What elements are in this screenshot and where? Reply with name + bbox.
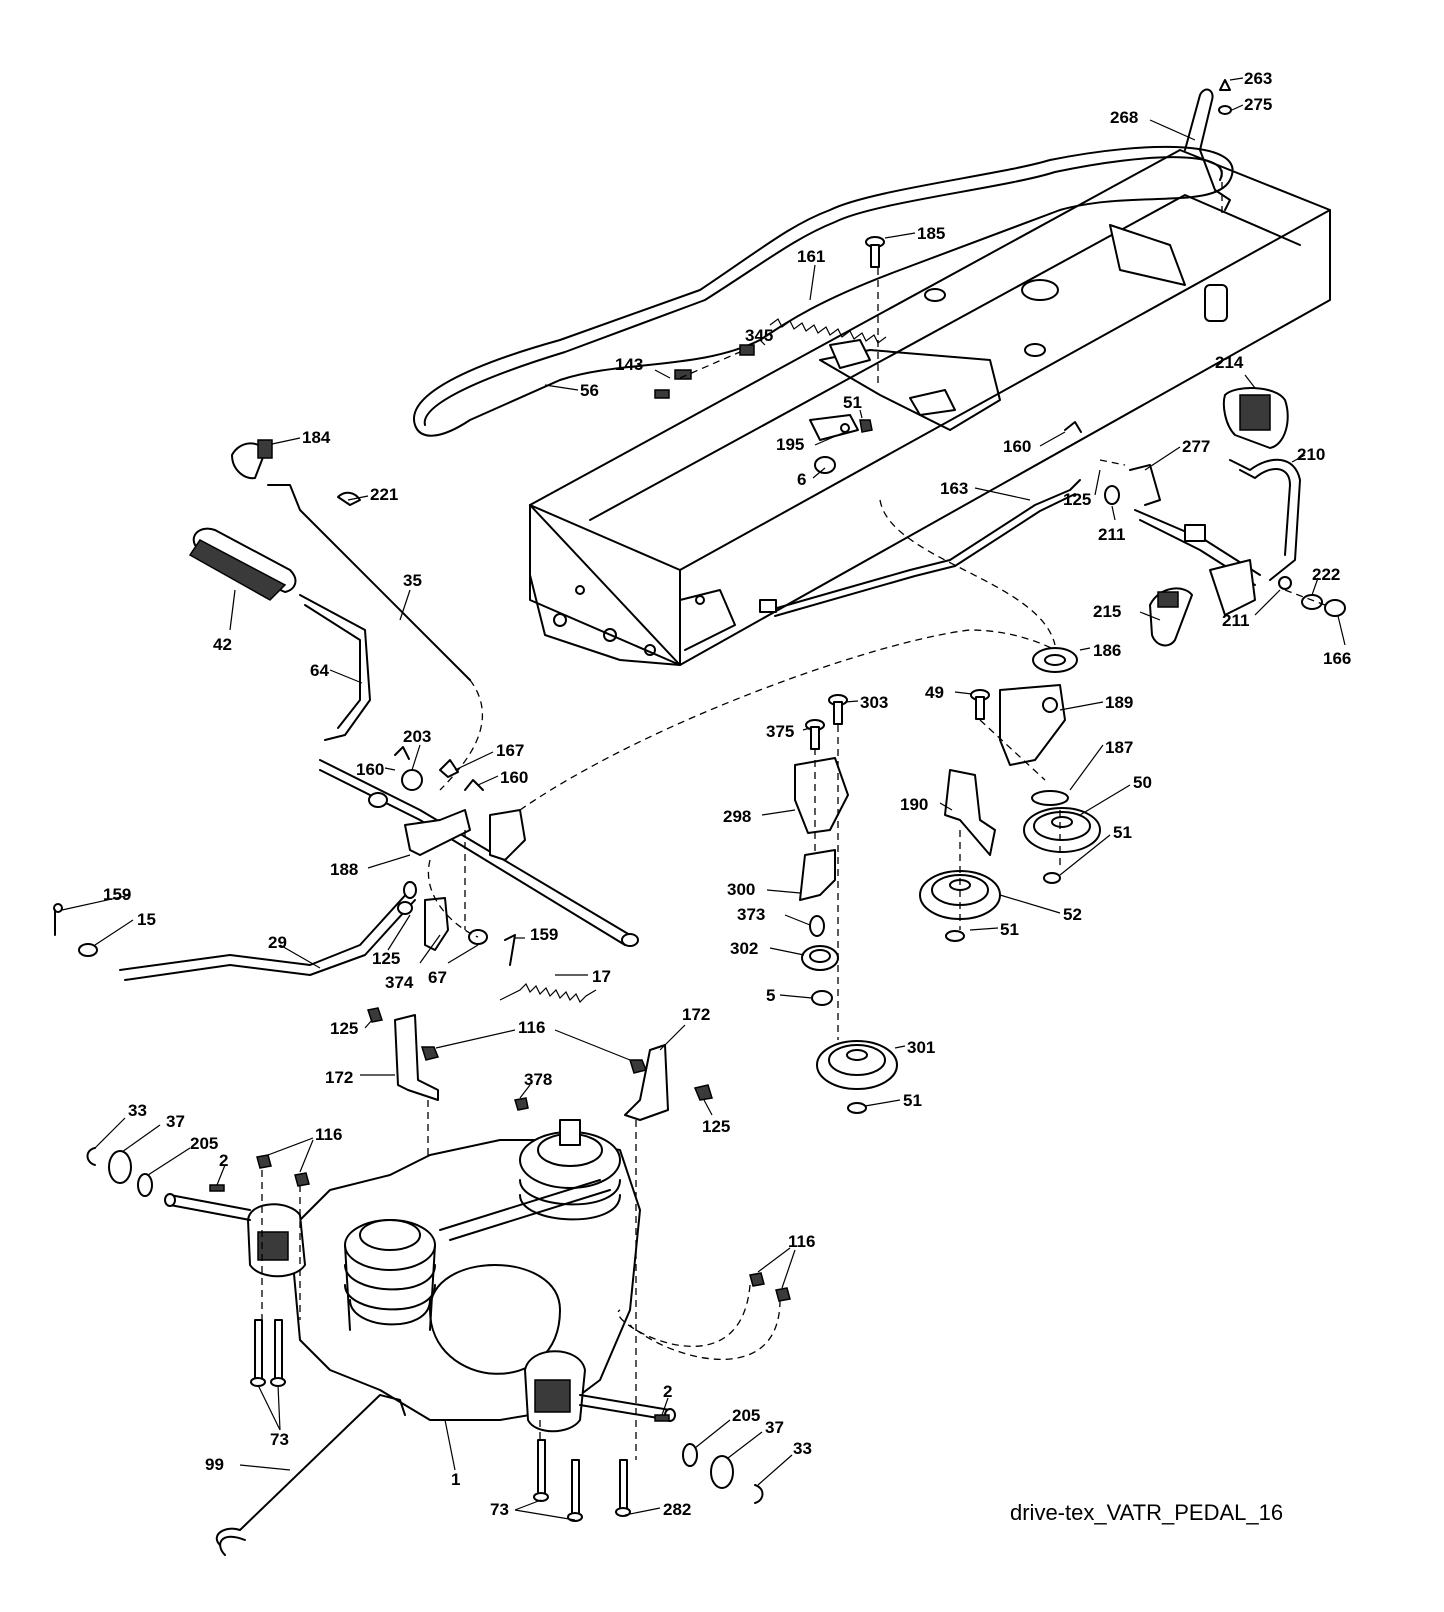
callout-221: 221 — [370, 485, 398, 504]
callout-51: 51 — [1000, 920, 1019, 939]
callout-211: 211 — [1098, 525, 1125, 544]
spring — [769, 318, 887, 344]
callout-378: 378 — [524, 1070, 552, 1089]
brake-pedal — [188, 527, 297, 601]
callout-116: 116 — [788, 1232, 815, 1251]
callout-33: 33 — [128, 1101, 147, 1120]
callout-345: 345 — [745, 326, 773, 345]
callout-187: 187 — [1105, 738, 1133, 757]
callout-17: 17 — [592, 967, 611, 986]
callout-67: 67 — [428, 968, 447, 987]
callout-303: 303 — [860, 693, 888, 712]
callout-51: 51 — [903, 1091, 922, 1110]
callout-5: 5 — [766, 986, 775, 1005]
callout-211: 211 — [1222, 611, 1249, 630]
callout-116: 116 — [518, 1018, 545, 1037]
callout-159: 159 — [103, 885, 131, 904]
callout-263: 263 — [1244, 69, 1272, 88]
callout-73: 73 — [270, 1430, 289, 1449]
callout-166: 166 — [1323, 649, 1351, 668]
pedal-pad — [1149, 587, 1193, 647]
callout-125: 125 — [330, 1019, 358, 1038]
callout-268: 268 — [1110, 108, 1138, 127]
callout-1: 1 — [451, 1470, 460, 1489]
callout-160: 160 — [1003, 437, 1031, 456]
diagram-caption: drive-tex_VATR_PEDAL_16 — [1010, 1500, 1283, 1525]
callout-302: 302 — [730, 939, 758, 958]
callout-375: 375 — [766, 722, 794, 741]
callout-167: 167 — [496, 741, 524, 760]
callout-188: 188 — [330, 860, 358, 879]
callout-277: 277 — [1182, 437, 1210, 456]
callout-185: 185 — [917, 224, 945, 243]
callout-300: 300 — [727, 880, 755, 899]
callout-275: 275 — [1244, 95, 1272, 114]
callout-205: 205 — [190, 1134, 218, 1153]
bolt — [865, 236, 885, 268]
callout-125: 125 — [1063, 490, 1091, 509]
callout-125: 125 — [372, 949, 400, 968]
callout-29: 29 — [268, 933, 287, 952]
callout-125: 125 — [702, 1117, 730, 1136]
callout-373: 373 — [737, 905, 765, 924]
callout-37: 37 — [765, 1418, 784, 1437]
callout-186: 186 — [1093, 641, 1121, 660]
callout-172: 172 — [325, 1068, 353, 1087]
callout-203: 203 — [403, 727, 431, 746]
callout-2: 2 — [663, 1382, 672, 1401]
callout-15: 15 — [137, 910, 156, 929]
callout-205: 205 — [732, 1406, 760, 1425]
callout-159: 159 — [530, 925, 558, 944]
callout-73: 73 — [490, 1500, 509, 1519]
callout-49: 49 — [925, 683, 944, 702]
callout-64: 64 — [310, 661, 329, 680]
chassis-frame — [529, 149, 1331, 666]
callout-214: 214 — [1215, 353, 1244, 372]
callout-189: 189 — [1105, 693, 1133, 712]
callout-143: 143 — [615, 355, 643, 374]
callout-215: 215 — [1093, 602, 1121, 621]
callout-37: 37 — [166, 1112, 185, 1131]
callout-6: 6 — [797, 470, 806, 489]
callout-172: 172 — [682, 1005, 710, 1024]
leader-lines — [61, 77, 1346, 1521]
callout-99: 99 — [205, 1455, 224, 1474]
callout-2: 2 — [219, 1151, 228, 1170]
callout-195: 195 — [776, 435, 804, 454]
callout-51: 51 — [843, 393, 862, 412]
callout-52: 52 — [1063, 905, 1082, 924]
pedal-pad — [1222, 387, 1289, 449]
callout-160: 160 — [500, 768, 528, 787]
callout-210: 210 — [1297, 445, 1325, 464]
callout-35: 35 — [403, 571, 422, 590]
callout-42: 42 — [213, 635, 232, 654]
callout-374: 374 — [385, 973, 414, 992]
callout-50: 50 — [1133, 773, 1152, 792]
drive-belt — [412, 145, 1234, 437]
callout-190: 190 — [900, 795, 928, 814]
callout-51: 51 — [1113, 823, 1132, 842]
callout-161: 161 — [797, 247, 825, 266]
callout-163: 163 — [940, 479, 968, 498]
callout-282: 282 — [663, 1500, 691, 1519]
callout-301: 301 — [907, 1038, 935, 1057]
callout-222: 222 — [1312, 565, 1340, 584]
callout-298: 298 — [723, 807, 751, 826]
transaxle — [86, 1119, 764, 1504]
callout-56: 56 — [580, 381, 599, 400]
callout-184: 184 — [302, 428, 331, 447]
callout-160: 160 — [356, 760, 384, 779]
callout-116: 116 — [315, 1125, 342, 1144]
callout-33: 33 — [793, 1439, 812, 1458]
callout-labels: 263 275 268 185 161 345 143 56 214 51 19… — [103, 69, 1351, 1519]
